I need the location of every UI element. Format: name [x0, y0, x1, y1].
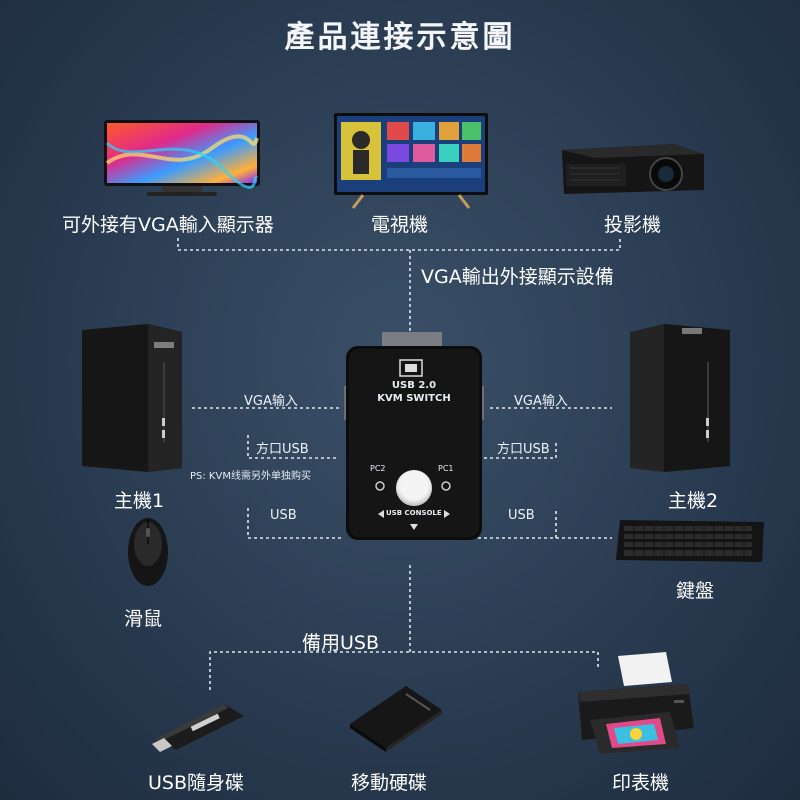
printer-image: [578, 652, 694, 754]
pc1-usb-sq-label: 方口USB: [256, 442, 309, 457]
display-bus-line: [177, 238, 621, 251]
usb-flash-drive-label: USB隨身碟: [148, 772, 245, 794]
spare-usb-bus-line: [209, 651, 599, 690]
pc1-vga-label: VGA输入: [244, 394, 298, 409]
portable-hdd-label: 移動硬碟: [351, 772, 428, 794]
kvm-switch-body: [344, 332, 484, 540]
monitor-image: [104, 120, 260, 196]
spare-usb-label: 備用USB: [302, 632, 380, 654]
pc1-usb-label: USB: [270, 508, 297, 523]
pc1-usb-sq-line: [247, 435, 338, 459]
printer-label: 印表機: [612, 772, 670, 794]
switch-pc2-label: PC2: [370, 464, 386, 473]
tv-label: 電視機: [371, 214, 429, 236]
mouse-image: [128, 518, 168, 586]
portable-hdd-image: [350, 686, 442, 752]
usb-flash-drive-image: [152, 704, 244, 752]
pc2-label: 主機2: [668, 490, 719, 512]
projector-label: 投影機: [604, 214, 662, 236]
projector-image: [562, 144, 704, 194]
monitor-label: 可外接有VGA輸入顯示器: [62, 214, 274, 236]
switch-line2: KVM SWITCH: [377, 393, 451, 404]
tv-image: [334, 113, 488, 209]
pc1-tower-image: [82, 324, 182, 472]
pc2-usb-label: USB: [508, 508, 535, 523]
switch-pc1-label: PC1: [438, 464, 454, 473]
kvm-switch: USB 2.0 KVM SWITCH PC2 PC1 USB CONSOLE: [340, 330, 488, 544]
vga-out-label: VGA輸出外接顯示設備: [421, 266, 614, 288]
pc1-usb-line: [247, 508, 342, 539]
kvm-cable-note: PS: KVM线需另外单独购买: [190, 471, 311, 482]
switch-button[interactable]: [396, 470, 432, 506]
pc2-usb-sq-line: [478, 440, 557, 459]
switch-line1: USB 2.0: [391, 380, 437, 391]
keyboard-label: 鍵盤: [676, 580, 715, 602]
pc2-tower-image: [630, 324, 730, 472]
pc1-label: 主機1: [114, 490, 165, 512]
keyboard-image: [616, 520, 764, 562]
page-title: 產品連接示意圖: [284, 20, 516, 55]
pc2-vga-label: VGA输入: [514, 394, 568, 409]
switch-console-label: USB CONSOLE: [386, 509, 442, 517]
pc2-usb-sq-label: 方口USB: [497, 442, 550, 457]
mouse-label: 滑鼠: [124, 608, 163, 630]
